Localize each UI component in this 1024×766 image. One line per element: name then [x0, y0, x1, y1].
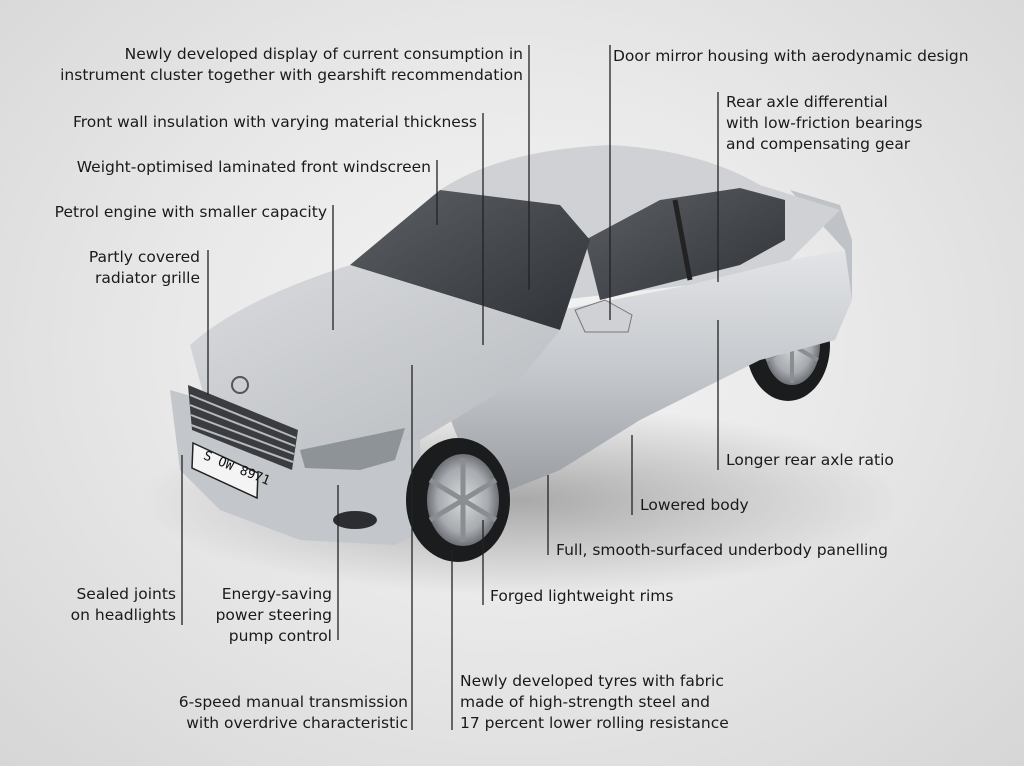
- callout-rims: Forged lightweight rims: [490, 587, 674, 605]
- car-windscreen: [350, 190, 590, 330]
- callout-rear-axle-ratio: Longer rear axle ratio: [726, 451, 894, 469]
- callout-front-wall: Front wall insulation with varying mater…: [72, 113, 477, 131]
- callout-transmission: 6-speed manual transmission with overdri…: [178, 693, 408, 732]
- callout-radiator-grille: Partly covered radiator grille: [88, 248, 200, 287]
- callout-underbody: Full, smooth-surfaced underbody panellin…: [556, 541, 888, 559]
- callout-rear-axle-diff: Rear axle differential with low-friction…: [726, 93, 923, 153]
- callout-windscreen: Weight-optimised laminated front windscr…: [76, 158, 431, 176]
- car-headlight: [300, 428, 405, 470]
- car-door-mirror: [574, 299, 633, 333]
- callout-power-steering: Energy-saving power steering pump contro…: [215, 585, 332, 645]
- car-fog-light: [333, 511, 377, 529]
- callout-door-mirror: Door mirror housing with aerodynamic des…: [613, 47, 969, 65]
- front-wheel: [406, 438, 510, 562]
- car-body-side: [420, 250, 852, 490]
- callout-tyres: Newly developed tyres with fabric made o…: [460, 672, 729, 732]
- car-rear: [790, 190, 852, 300]
- car-hood: [190, 265, 560, 440]
- leader-lines: [181, 45, 719, 730]
- callout-petrol-engine: Petrol engine with smaller capacity: [54, 203, 327, 221]
- callout-consumption-display: Newly developed display of current consu…: [60, 45, 523, 84]
- callout-lowered-body: Lowered body: [640, 496, 749, 514]
- callout-headlights: Sealed joints on headlights: [70, 585, 176, 624]
- car-grille: [188, 376, 298, 470]
